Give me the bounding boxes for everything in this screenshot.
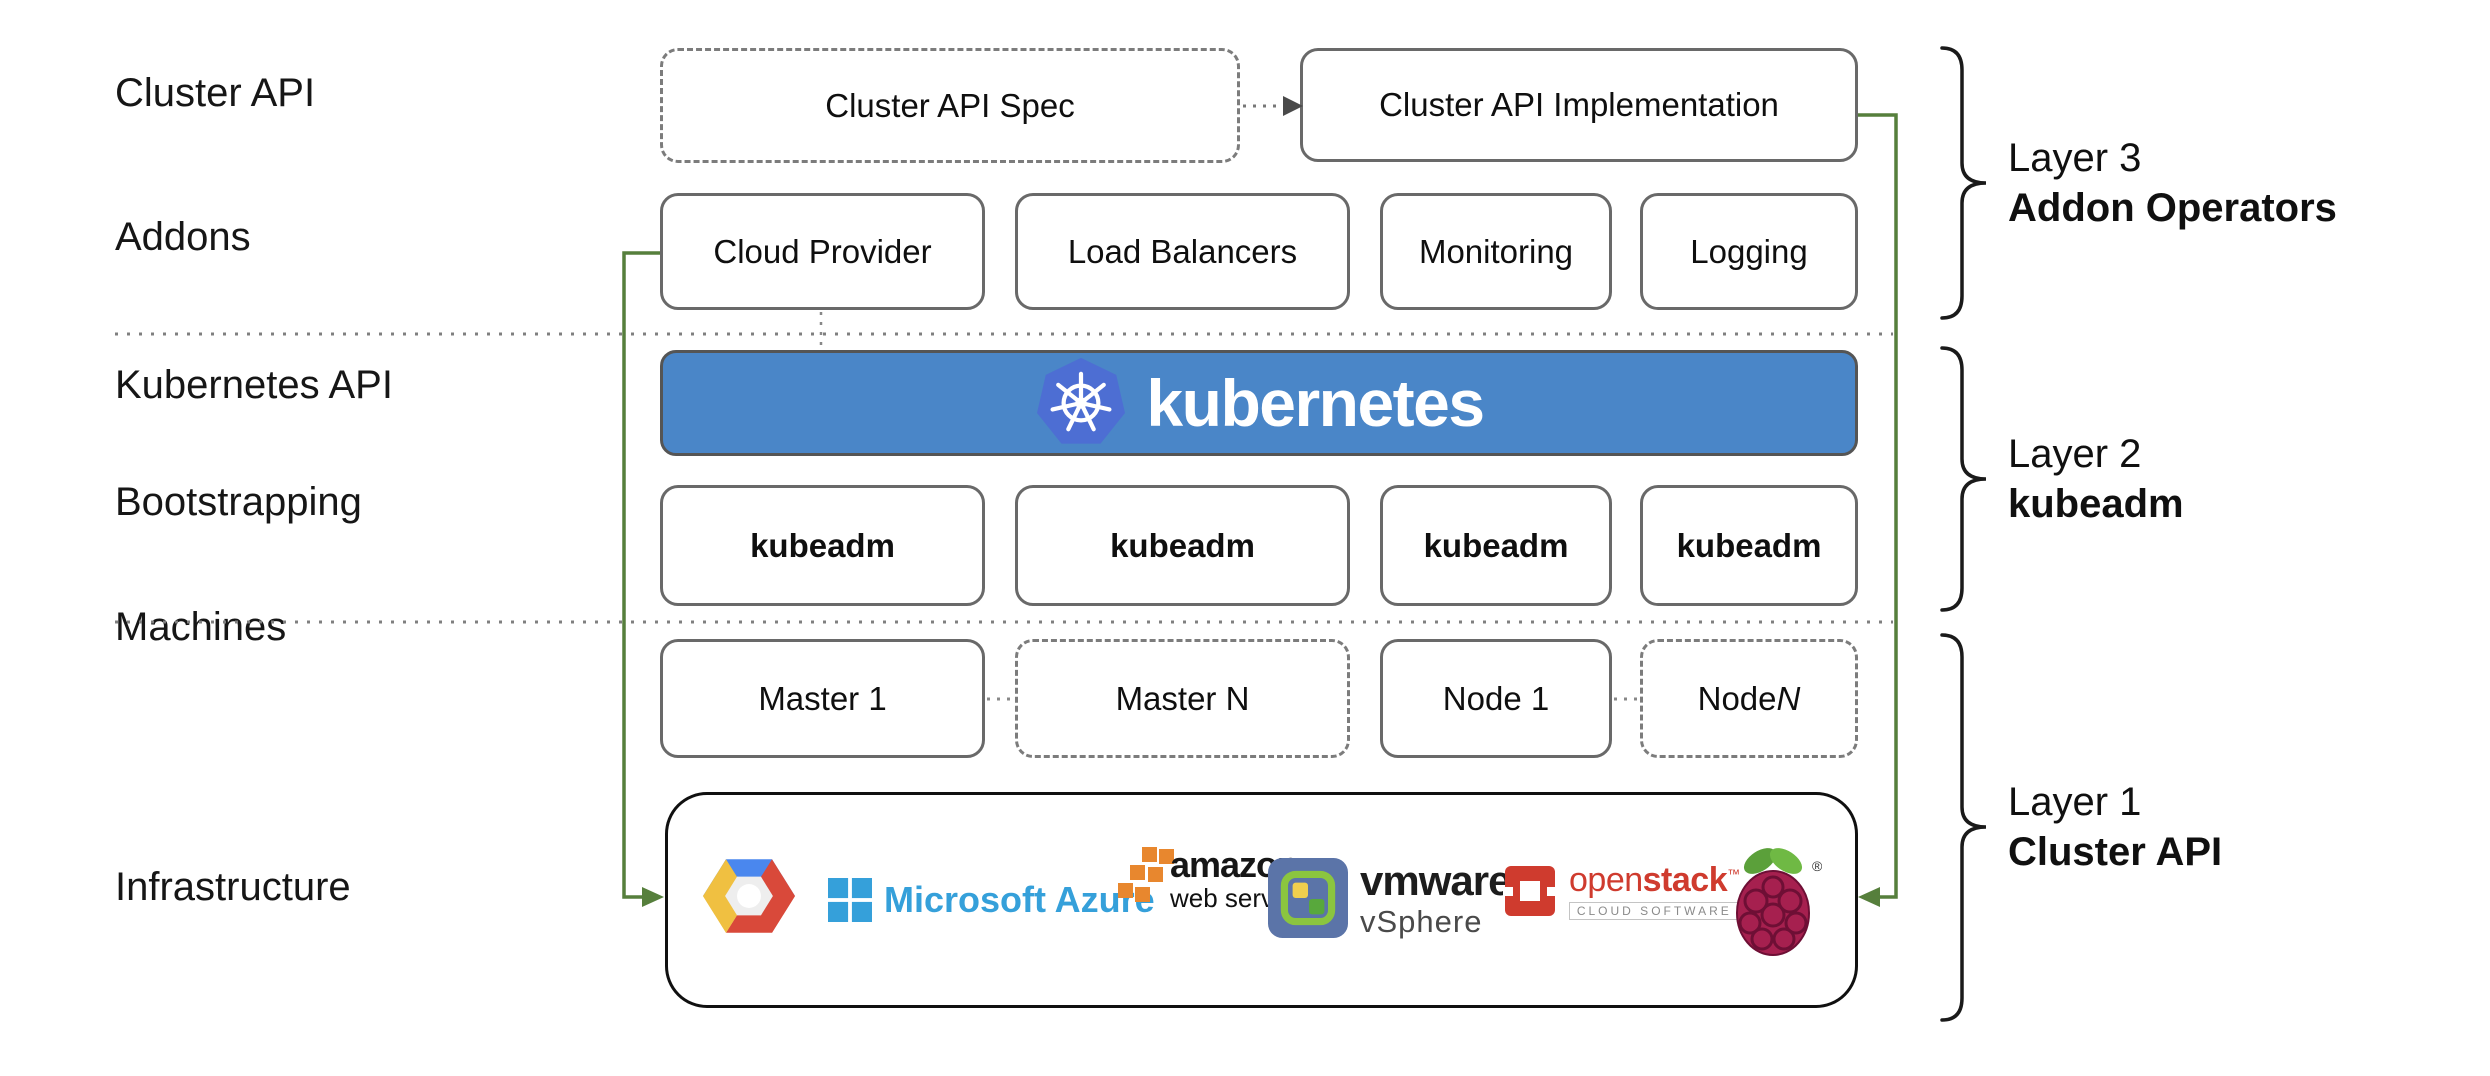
node-1-label: Node 1: [1442, 679, 1550, 717]
openstack-icon: [1503, 865, 1559, 916]
node-n-box: Node N: [1640, 639, 1858, 758]
master-1-label: Master 1: [758, 679, 887, 717]
aws-cubes-icon: [1118, 847, 1174, 902]
cluster-api-implementation-label: Cluster API Implementation: [1379, 86, 1779, 123]
svg-text:®: ®: [1812, 858, 1822, 874]
master-n-label: Master N: [1115, 679, 1250, 717]
cluster-api-implementation-box: Cluster API Implementation: [1300, 48, 1858, 162]
left-green-arrow: [622, 251, 664, 907]
load-balancers-box: Load Balancers: [1015, 193, 1350, 310]
cluster-api-spec-box: Cluster API Spec: [660, 48, 1240, 163]
cloud-software-caption: CLOUD SOFTWARE: [1569, 902, 1740, 920]
kubeadm-label: kubeadm: [750, 526, 895, 564]
node-n-label: Node: [1697, 679, 1777, 717]
kubeadm-label: kubeadm: [1423, 526, 1569, 564]
row-label-kubernetes-api: Kubernetes API: [115, 363, 393, 407]
master-1-box: Master 1: [660, 639, 985, 758]
load-balancers-label: Load Balancers: [1067, 232, 1298, 270]
brace-layer-2: [1940, 346, 1987, 612]
cloud-provider-label: Cloud Provider: [713, 232, 932, 270]
kubeadm-box-3: kubeadm: [1380, 485, 1612, 606]
infrastructure-box: Microsoft Azure amazon web services: [665, 792, 1858, 1008]
row-label-addons: Addons: [115, 215, 251, 259]
vmware-vsphere-logo: vmware® vSphere: [1268, 856, 1521, 939]
kubeadm-label: kubeadm: [1676, 526, 1822, 564]
row-label-machines: Machines: [115, 605, 287, 649]
layer-1-label: Layer 1 Cluster API: [2008, 780, 2223, 874]
google-cloud-logo: [703, 854, 795, 938]
azure-wordmark: Microsoft Azure: [884, 879, 1155, 920]
row-label-infrastructure: Infrastructure: [115, 865, 351, 909]
logging-label: Logging: [1690, 232, 1808, 270]
cloud-provider-box: Cloud Provider: [660, 193, 985, 310]
node-1-box: Node 1: [1380, 639, 1612, 758]
spec-to-implementation-arrow: [1243, 96, 1303, 116]
raspberry-pi-logo: ®: [1730, 839, 1822, 963]
microsoft-azure-logo: Microsoft Azure: [828, 878, 1155, 922]
windows-flag-icon: [828, 878, 872, 922]
kubernetes-banner: kubernetes: [660, 350, 1858, 456]
vsphere-icon: [1268, 858, 1348, 938]
kubernetes-wordmark: kubernetes: [1146, 366, 1485, 440]
openstack-logo: openstack™ CLOUD SOFTWARE: [1503, 863, 1740, 920]
brace-layer-3: [1940, 46, 1987, 320]
layer-2-label: Layer 2 kubeadm: [2008, 432, 2184, 526]
kubeadm-box-1: kubeadm: [660, 485, 985, 606]
cluster-api-spec-label: Cluster API Spec: [825, 86, 1075, 124]
monitoring-label: Monitoring: [1418, 232, 1574, 270]
row-label-cluster-api: Cluster API: [115, 71, 316, 115]
vsphere-wordmark: vSphere: [1360, 903, 1483, 939]
layer-3-label: Layer 3 Addon Operators: [2008, 136, 2337, 230]
kubeadm-box-2: kubeadm: [1015, 485, 1350, 606]
logging-box: Logging: [1640, 193, 1858, 310]
raspberry-pi-icon: ®: [1736, 848, 1822, 956]
google-cloud-icon: [703, 859, 795, 933]
brace-layer-1: [1940, 633, 1987, 1022]
master-n-box: Master N: [1015, 639, 1350, 758]
row-label-bootstrapping: Bootstrapping: [115, 480, 362, 524]
openstack-wordmark: openstack™: [1569, 861, 1740, 899]
kubeadm-box-4: kubeadm: [1640, 485, 1858, 606]
monitoring-box: Monitoring: [1380, 193, 1612, 310]
vmware-wordmark: vmware®: [1360, 856, 1521, 904]
kubeadm-label: kubeadm: [1110, 526, 1255, 564]
right-green-arrow: [1858, 113, 1898, 907]
kubernetes-logo-icon: [1037, 357, 1126, 444]
